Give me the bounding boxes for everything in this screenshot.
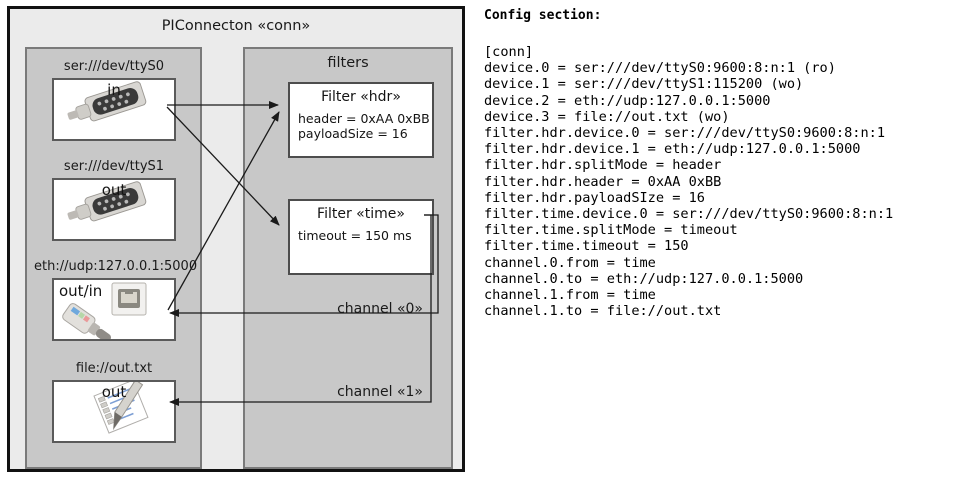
config-line: filter.hdr.device.1 = eth://udp:127.0.0.… [484,141,861,158]
config-line: channel.0.to = eth://udp:127.0.0.1:5000 [484,270,804,287]
config-line: filter.time.splitMode = timeout [484,222,738,239]
device-label: ser:///dev/ttyS1 [63,159,165,174]
filter-box-hdr[interactable]: Filter «hdr» header = 0xAA 0xBB payloadS… [288,82,434,158]
config-text: [conn]device.0 = ser:///dev/ttyS0:9600:8… [484,44,893,319]
page-title: PIConnecton «conn» [161,18,311,34]
config-line: [conn] [484,44,534,60]
filter-properties: timeout = 150 ms [298,228,412,243]
device-entry-eth[interactable]: eth://udp:127.0.0.1:5000 out/in [34,259,197,341]
device-label: file://out.txt [75,361,153,376]
config-panel: Config section: [conn]device.0 = ser:///… [480,0,964,484]
filter-properties: header = 0xAA 0xBB payloadSize = 16 [298,111,430,141]
config-line: device.1 = ser:///dev/ttyS1:115200 (wo) [484,76,804,93]
device-direction: out/in [59,282,103,300]
device-box[interactable]: in [52,78,176,141]
text-file-icon [54,382,174,441]
channel-label-0: channel «0» [337,301,423,317]
config-line: filter.hdr.header = 0xAA 0xBB [484,173,722,190]
config-line: device.0 = ser:///dev/ttyS0:9600:8:n:1 (… [484,60,836,77]
device-box[interactable]: out [52,178,176,241]
filter-property: header = 0xAA 0xBB [298,111,430,126]
config-line: filter.hdr.device.0 = ser:///dev/ttyS0:9… [484,125,886,142]
device-direction: in [107,81,121,99]
config-line: channel.0.from = time [484,254,656,271]
config-line: channel.1.to = file://out.txt [484,303,722,320]
device-box[interactable]: out/in [52,278,176,341]
config-line: device.3 = file://out.txt (wo) [484,108,730,125]
filter-box-time[interactable]: Filter «time» timeout = 150 ms [288,199,434,275]
filter-property: timeout = 150 ms [298,228,412,243]
device-entry-ttys0[interactable]: ser:///dev/ttyS0 in [52,59,176,141]
config-line: channel.1.from = time [484,287,656,304]
device-entry-file[interactable]: file://out.txt out [52,361,176,443]
ethernet-icon [54,280,174,339]
config-line: filter.hdr.payloadSIze = 16 [484,189,705,206]
config-heading: Config section: [484,8,602,23]
connection-container: PIConnecton «conn» filters ser:///dev/tt… [7,6,465,472]
config-line: filter.time.timeout = 150 [484,238,689,255]
config-line: filter.time.device.0 = ser:///dev/ttyS0:… [484,206,894,223]
device-box[interactable]: out [52,380,176,443]
device-label: eth://udp:127.0.0.1:5000 [34,259,198,274]
config-line: device.2 = eth://udp:127.0.0.1:5000 [484,92,771,109]
channel-label-1: channel «1» [337,384,423,400]
config-line: filter.hdr.splitMode = header [484,157,722,174]
device-entry-ttys1[interactable]: ser:///dev/ttyS1 out [52,159,176,241]
device-direction: out [101,181,127,199]
device-label: ser:///dev/ttyS0 [63,59,165,74]
filter-title: Filter «time» [317,206,405,222]
diagram-panel: PIConnecton «conn» filters ser:///dev/tt… [0,0,478,484]
device-direction: out [101,383,127,401]
filter-title: Filter «hdr» [321,89,401,105]
filter-property: payloadSize = 16 [298,126,408,141]
serial-port-icon [54,80,174,139]
filters-group-title: filters [327,55,369,71]
serial-port-icon [54,180,174,239]
